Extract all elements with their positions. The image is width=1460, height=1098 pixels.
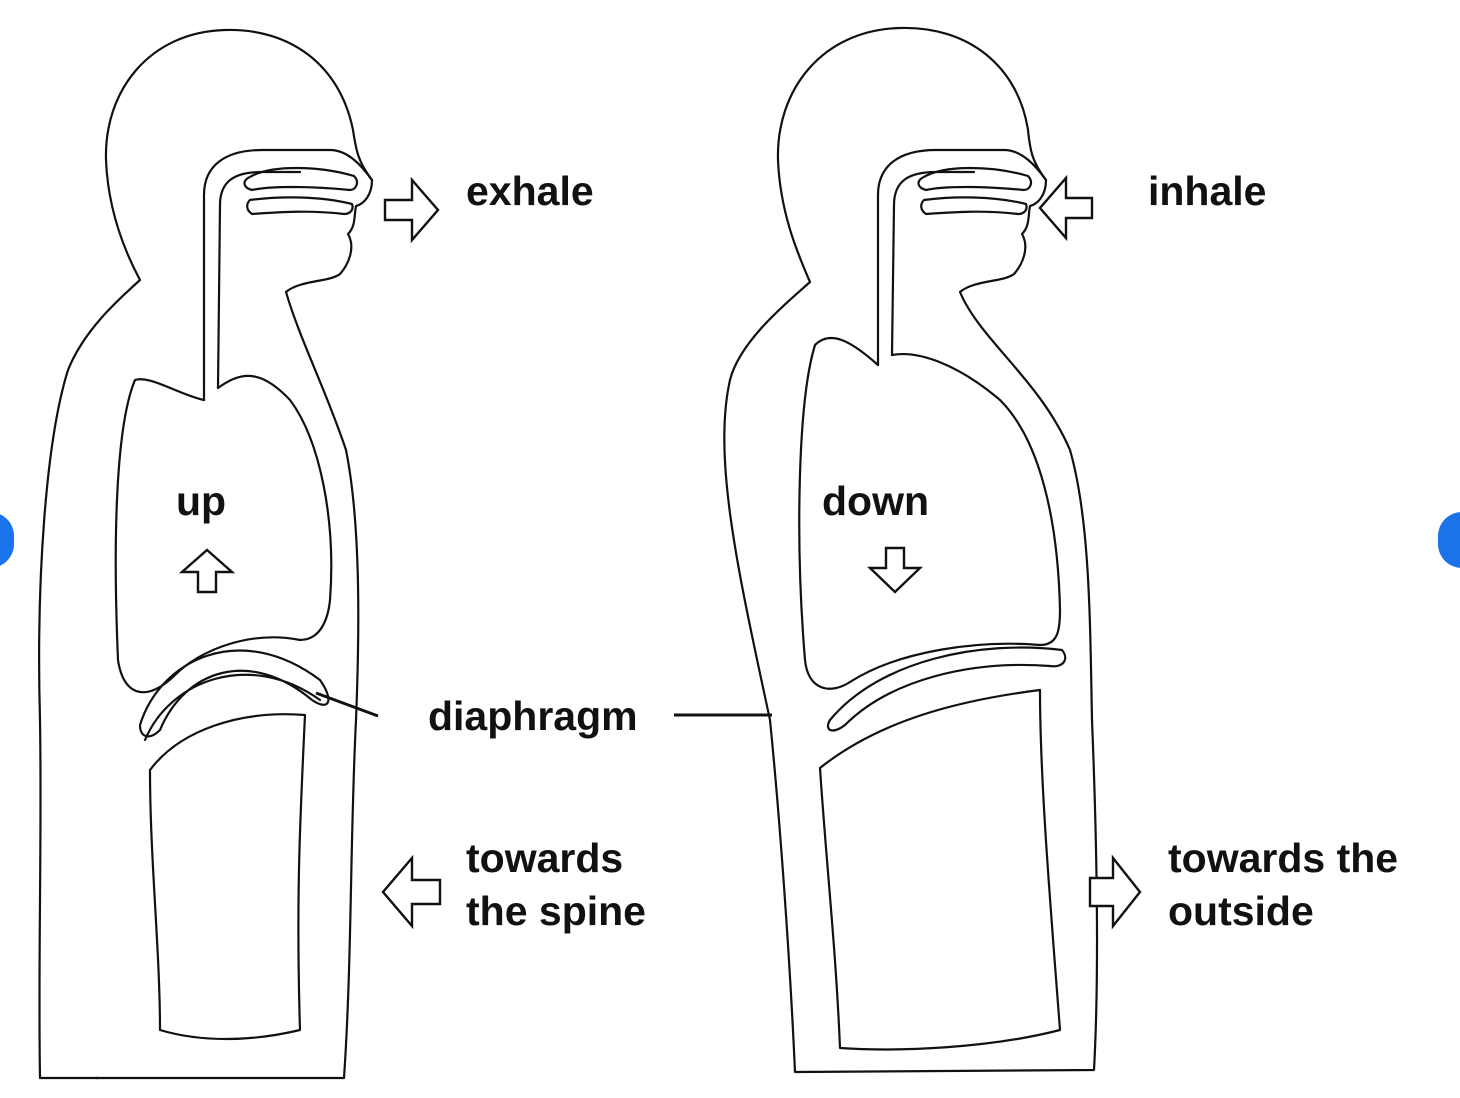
towards-outside-label-line1: towards the <box>1168 835 1398 881</box>
exhale-arrow-icon <box>385 180 438 240</box>
exhale-abdomen <box>150 714 305 1039</box>
exhale-nasal-passage <box>245 168 357 214</box>
inhale-figure <box>724 28 1097 1072</box>
exhale-diaphragm <box>140 651 328 740</box>
up-label: up <box>176 478 226 524</box>
towards-spine-label-line2: the spine <box>466 888 646 934</box>
inhale-nasal-passage <box>919 168 1031 214</box>
exhale-lungs <box>116 376 332 692</box>
inhale-body-outline <box>724 28 1097 1072</box>
towards-outside-label-line2: outside <box>1168 888 1314 934</box>
towards-spine-arrow-icon <box>383 858 440 926</box>
up-arrow-icon <box>182 550 232 592</box>
inhale-airway <box>878 150 1046 365</box>
exhale-label: exhale <box>466 168 594 214</box>
diaphragm-label: diaphragm <box>428 693 638 739</box>
down-label: down <box>822 478 929 524</box>
inhale-label: inhale <box>1148 168 1266 214</box>
towards-spine-label-line1: towards <box>466 835 623 881</box>
inhale-diaphragm <box>828 648 1065 731</box>
down-arrow-icon <box>870 548 920 592</box>
inhale-arrow-icon <box>1040 178 1092 238</box>
inhale-abdomen <box>820 690 1060 1049</box>
